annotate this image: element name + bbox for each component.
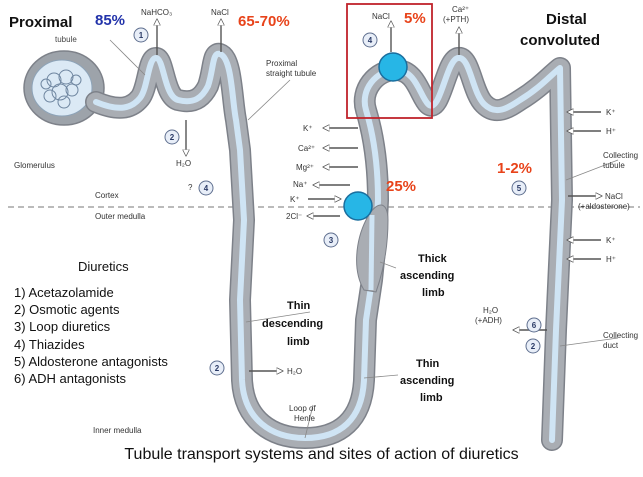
distal-title-line1: Distal xyxy=(546,11,587,28)
thick-limb-percent: 25% xyxy=(386,178,416,195)
distal-title-line2: convoluted xyxy=(520,32,600,49)
distal-highlight-box xyxy=(346,3,433,119)
site-marker: 4 xyxy=(362,32,378,48)
tubule-fragment-label: tubule xyxy=(55,35,77,44)
cl-label: 2Cl⁻ xyxy=(286,212,302,221)
k-label-dct: K⁺ xyxy=(606,108,616,117)
figure-caption: Tubule transport systems and sites of ac… xyxy=(124,446,519,463)
diuretic-item: 3) Loop diuretics xyxy=(14,319,111,335)
nacl-proximal-label: NaCl xyxy=(211,8,229,17)
h2o-proximal-label: H₂O xyxy=(176,159,191,168)
na-label-thick: Na⁺ xyxy=(293,180,307,189)
nahco3-label: NaHCO₃ xyxy=(141,8,172,17)
h2o-adh-line1: H₂O xyxy=(483,306,498,315)
nkcc-pump-thick-limb xyxy=(343,191,373,221)
thin-ascending-label-1: Thin xyxy=(416,358,439,370)
thin-descending-label-2: descending xyxy=(262,318,323,330)
diuretic-item: 6) ADH antagonists xyxy=(14,371,127,387)
site-marker-number: 4 xyxy=(204,184,209,193)
ca-pth-line2: (+PTH) xyxy=(443,15,469,24)
site-marker-number: 2 xyxy=(215,364,220,373)
site-marker-number: 3 xyxy=(329,236,334,245)
thin-ascending-label-2: ascending xyxy=(400,375,454,387)
mg-label-thick: Mg²⁺ xyxy=(296,163,314,172)
proximal-straight-label-1: Proximal xyxy=(266,59,297,68)
site-marker-number: 2 xyxy=(170,133,175,142)
proximal-title: Proximal xyxy=(9,14,72,31)
diuretic-item: 2) Osmotic agents xyxy=(14,302,120,318)
thick-ascending-label-2: ascending xyxy=(400,270,454,282)
question-mark: ? xyxy=(188,183,193,192)
site-marker: 5 xyxy=(511,180,527,196)
h-label-dct: H⁺ xyxy=(606,127,616,136)
inner-medulla-label: Inner medulla xyxy=(93,426,142,435)
site-marker-number: 5 xyxy=(517,184,522,193)
proximal-straight-label-2: straight tubule xyxy=(266,69,317,78)
site-marker: 6 xyxy=(526,317,542,333)
site-marker: 2 xyxy=(209,360,225,376)
proximal-percent: 85% xyxy=(95,12,125,29)
diuretic-item: 5) Aldosterone antagonists xyxy=(14,353,168,369)
k-label-in: K⁺ xyxy=(290,195,300,204)
proximal-nacl-percent: 65-70% xyxy=(238,13,290,30)
glomerulus-capsule xyxy=(23,50,105,126)
outer-medulla-label: Outer medulla xyxy=(95,212,146,221)
cortex-label: Cortex xyxy=(95,191,119,200)
thin-descending-label-3: limb xyxy=(287,336,310,348)
site-marker-number: 2 xyxy=(531,342,536,351)
site-marker-number: 4 xyxy=(368,36,373,45)
diuretics-list: 1) Acetazolamide 2) Osmotic agents 3) Lo… xyxy=(14,284,168,387)
nacl-aldo-line2: (+aldosterone) xyxy=(578,202,630,211)
nacl-distal-label: NaCl xyxy=(372,12,390,21)
collecting-tubule-label-2: tubule xyxy=(603,161,625,170)
distal-nacl-percent: 5% xyxy=(404,10,426,27)
nephron-lumen xyxy=(93,50,565,443)
glomerulus-label: Glomerulus xyxy=(14,161,55,170)
diuretic-item: 1) Acetazolamide xyxy=(14,285,114,300)
thick-ascending-label-3: limb xyxy=(422,287,445,299)
diuretic-item: 4) Thiazides xyxy=(14,336,85,352)
h2o-adh-line2: (+ADH) xyxy=(475,316,502,325)
collecting-tubule-label-1: Collecting xyxy=(603,151,638,160)
site-marker: 2 xyxy=(525,338,541,354)
diuretics-heading: Diuretics xyxy=(78,259,129,274)
site-marker: 3 xyxy=(323,232,339,248)
site-marker-number: 6 xyxy=(532,321,537,330)
collecting-duct-label-2: duct xyxy=(603,341,619,350)
site-marker-number: 1 xyxy=(139,31,144,40)
ca-label-thick: Ca²⁺ xyxy=(298,144,315,153)
nacl-aldo-line1: NaCl xyxy=(605,192,623,201)
site-marker: 4 xyxy=(198,180,214,196)
site-marker: 1 xyxy=(133,27,149,43)
h-label-cd: H⁺ xyxy=(606,255,616,264)
thin-descending-label-1: Thin xyxy=(287,300,310,312)
nacl-pump-distal xyxy=(378,52,408,82)
k-label-cd: K⁺ xyxy=(606,236,616,245)
h2o-descending-label: H₂O xyxy=(287,367,302,376)
k-label-thick: K⁺ xyxy=(303,124,313,133)
collecting-duct-label-1: Collecting xyxy=(603,331,638,340)
site-marker: 2 xyxy=(164,129,180,145)
thick-ascending-label-1: Thick xyxy=(418,253,448,265)
collecting-percent: 1-2% xyxy=(497,160,532,177)
loop-of-henle-label-2: Henle xyxy=(294,414,315,423)
loop-of-henle-label-1: Loop of xyxy=(289,404,316,413)
thin-ascending-label-3: limb xyxy=(420,392,443,404)
ca-pth-line1: Ca²⁺ xyxy=(452,5,469,14)
